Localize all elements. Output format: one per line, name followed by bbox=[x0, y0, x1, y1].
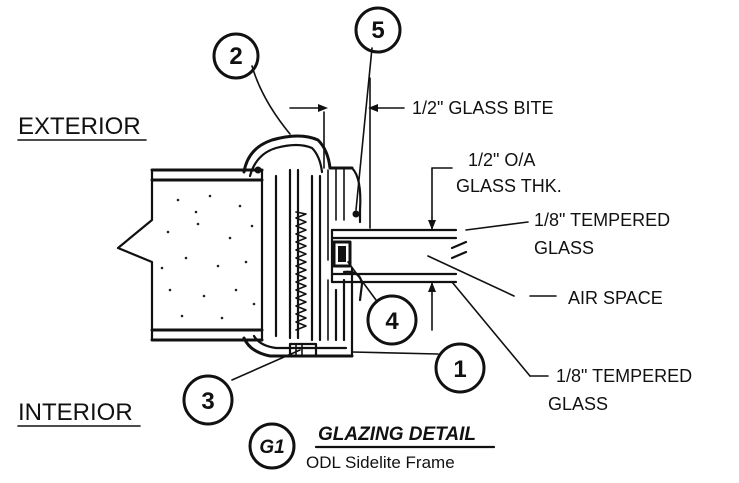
callout-2-number: 2 bbox=[229, 43, 242, 70]
title-block: G1 GLAZING DETAIL ODL Sidelite Frame bbox=[248, 422, 496, 472]
detail-tag: G1 bbox=[259, 437, 284, 458]
foam-stipple bbox=[160, 194, 256, 320]
overall-thickness-line1: 1/2" O/A bbox=[468, 150, 535, 170]
callout-4-number: 4 bbox=[385, 308, 399, 335]
glass-unit bbox=[330, 228, 468, 284]
callout-1: 1 bbox=[434, 342, 486, 394]
glass-bite-label: 1/2" GLASS BITE bbox=[412, 98, 553, 118]
callout-2: 2 bbox=[212, 32, 260, 80]
leader-lines bbox=[231, 47, 531, 381]
air-space-label: AIR SPACE bbox=[568, 288, 663, 308]
callout-1-number: 1 bbox=[453, 356, 466, 383]
tempered-glass-bottom-line2: GLASS bbox=[548, 394, 608, 414]
screw-spring bbox=[288, 211, 318, 358]
detail-title: GLAZING DETAIL bbox=[318, 424, 476, 445]
callout-3-number: 3 bbox=[201, 388, 214, 415]
door-core bbox=[116, 168, 278, 342]
overall-thickness-line2: GLASS THK. bbox=[456, 176, 562, 196]
tempered-glass-top-line2: GLASS bbox=[534, 238, 594, 258]
callout-4: 4 bbox=[366, 294, 418, 346]
tempered-glass-bottom-line1: 1/8" TEMPERED bbox=[556, 366, 692, 386]
detail-subtitle: ODL Sidelite Frame bbox=[306, 453, 455, 472]
callout-5-number: 5 bbox=[371, 17, 384, 44]
dimension-glass-bite bbox=[289, 77, 405, 229]
callout-3: 3 bbox=[182, 374, 234, 426]
dimension-overall-thickness bbox=[428, 167, 453, 331]
exterior-label: EXTERIOR bbox=[18, 113, 141, 140]
tempered-glass-top-line1: 1/8" TEMPERED bbox=[534, 210, 670, 230]
callout-5: 5 bbox=[354, 6, 402, 54]
interior-label: INTERIOR bbox=[18, 399, 133, 426]
